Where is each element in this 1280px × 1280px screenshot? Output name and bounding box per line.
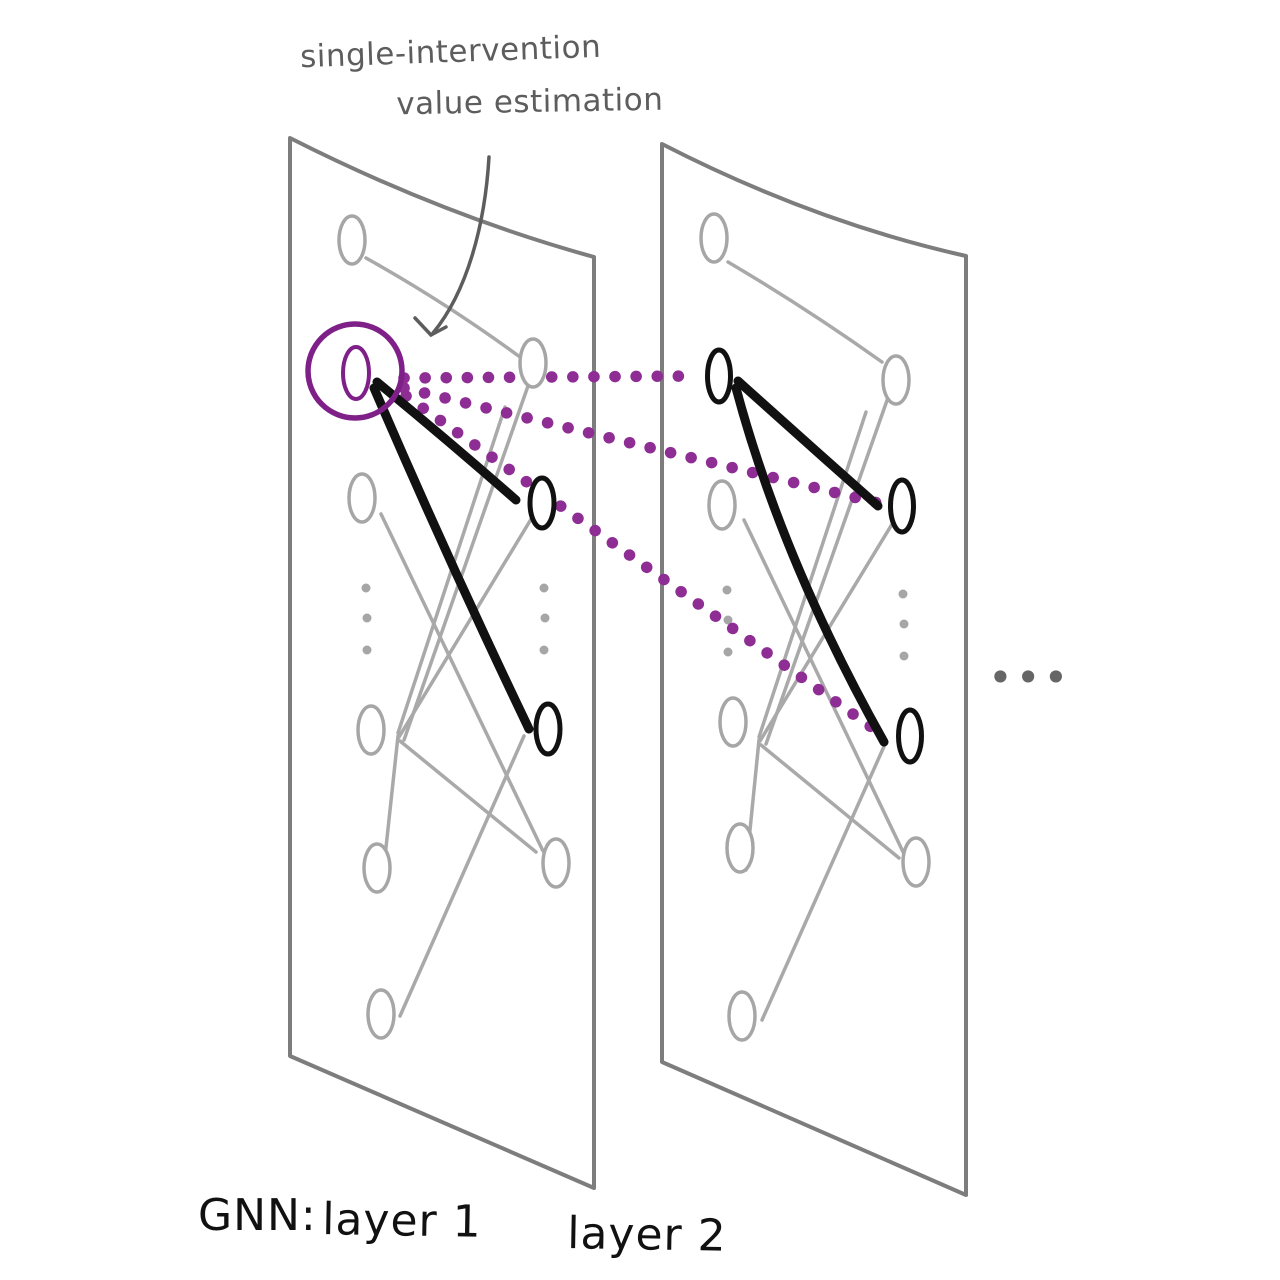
node [347,472,377,524]
layer1-vdots [361,583,550,655]
node [366,988,396,1040]
highlighted-node [896,707,924,765]
highlighted-node [533,701,563,757]
gnn-label: GNN: [198,1190,317,1241]
annotation-line-2: value estimation [396,82,664,123]
highlighted-node [527,475,557,531]
node [901,836,931,888]
node [718,696,748,748]
node [337,214,367,266]
layer1-label: layer 1 [322,1194,482,1248]
node [356,704,386,756]
layer2-vdots [722,585,909,661]
intervention-node [341,345,371,401]
node [699,212,729,264]
dotted-link-1 [398,370,704,384]
node [881,354,911,406]
layer2-plane [660,142,968,1197]
layer1-nodes [337,214,571,1040]
layer1-plane [288,136,596,1190]
intervention-dotted-links [398,370,884,735]
annotation-line-1: single-intervention [300,29,602,75]
layer2-label: layer 2 [567,1208,727,1262]
layer1-gray-edges [364,256,545,1018]
node [362,842,392,894]
highlighted-node [705,347,733,405]
layer2-black-edges [731,376,889,747]
annotation-arrow [413,155,491,337]
layer1-black-edges [369,377,534,734]
highlighted-node [888,477,916,535]
node [518,337,548,389]
node [541,837,571,889]
intervention-circle [305,321,405,421]
node [725,822,755,874]
node [727,990,757,1042]
ellipsis-dots: ••• [988,653,1071,702]
node [707,479,737,531]
layer2-nodes [699,212,931,1042]
dotted-link-2 [398,382,884,509]
